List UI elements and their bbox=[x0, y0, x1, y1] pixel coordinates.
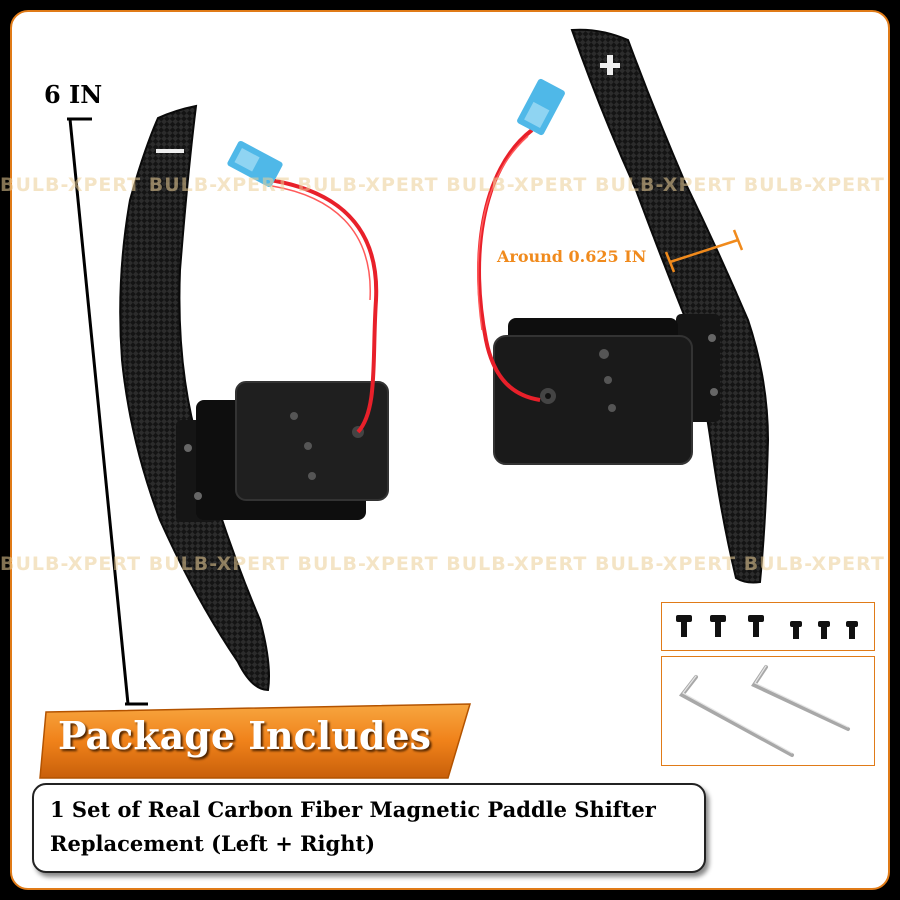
package-description-line-1: 1 Set of Real Carbon Fiber Magnetic Padd… bbox=[50, 797, 656, 822]
right-paddle-shifter bbox=[493, 28, 770, 584]
height-label: 6 IN bbox=[44, 80, 103, 109]
hex-keys-accessory-box bbox=[661, 656, 875, 766]
right-wire-connector bbox=[477, 78, 565, 402]
package-description-line-2: Replacement (Left + Right) bbox=[50, 831, 376, 856]
width-label: Around 0.625 IN bbox=[497, 247, 647, 266]
height-dimension-bracket bbox=[67, 117, 148, 706]
package-description-box bbox=[32, 783, 706, 873]
watermark-top: BULB-XPERT BULB-XPERT BULB-XPERT BULB-XP… bbox=[0, 174, 885, 196]
left-paddle-shifter bbox=[119, 104, 389, 692]
left-wire-connector bbox=[227, 140, 379, 434]
screws-icon bbox=[676, 615, 858, 639]
package-title: Package Includes bbox=[58, 713, 431, 758]
watermark-bottom: BULB-XPERT BULB-XPERT BULB-XPERT BULB-XP… bbox=[0, 553, 885, 575]
width-dimension-marker bbox=[664, 229, 744, 273]
minus-symbol-icon bbox=[156, 149, 184, 153]
plus-symbol-icon bbox=[600, 55, 620, 75]
hex-key-icon bbox=[678, 665, 850, 757]
screws-accessory-box bbox=[661, 602, 875, 651]
package-banner bbox=[39, 703, 472, 779]
